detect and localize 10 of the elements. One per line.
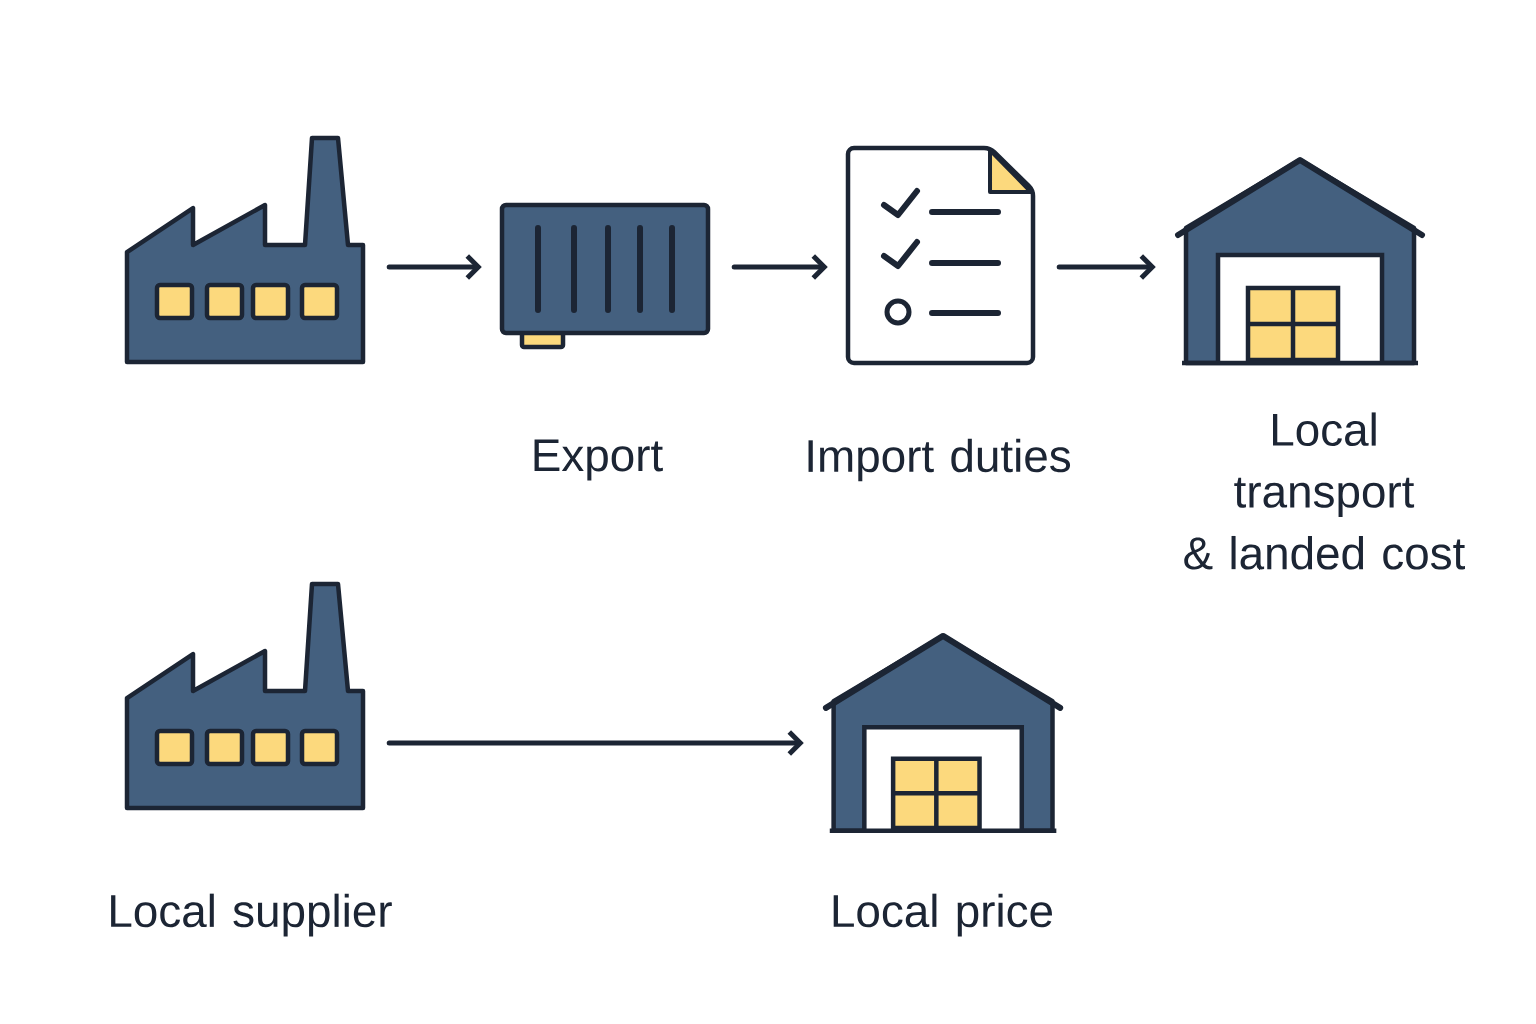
factory-drawing [124, 135, 366, 365]
arrow [386, 730, 804, 756]
arrow [386, 254, 482, 280]
node-label: Export [534, 439, 663, 481]
arrow [731, 254, 828, 280]
arrow [1056, 254, 1156, 280]
node-label: Local transport & landed cost [1184, 412, 1465, 570]
node-label: Local price [833, 893, 1052, 937]
node-label: Import duties [808, 438, 1071, 482]
node-label: Local supplier [111, 893, 392, 937]
